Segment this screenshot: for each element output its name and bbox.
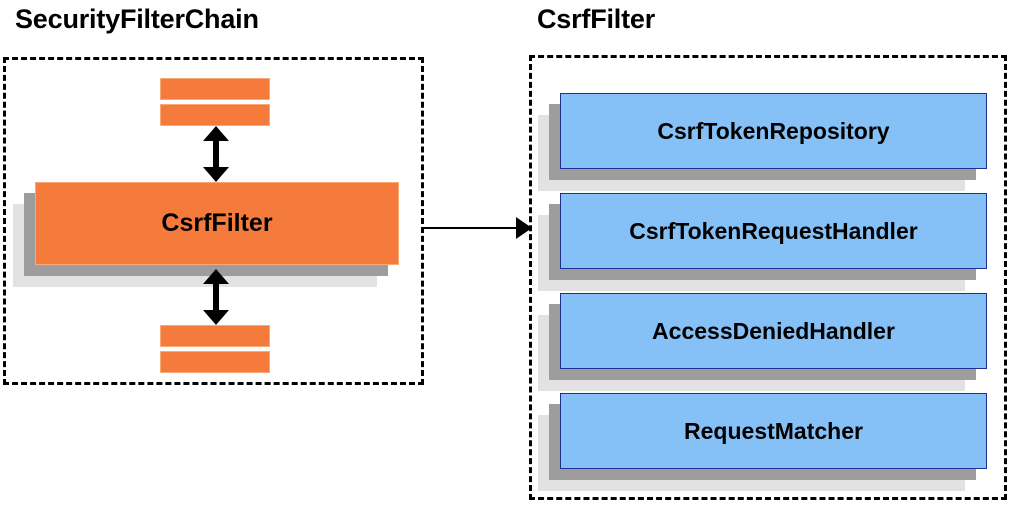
arrow-head-down-icon [203, 310, 229, 325]
collaborator-box-csrf-token-request-handler[interactable]: CsrfTokenRequestHandler [538, 193, 987, 291]
collaborator-box-request-matcher[interactable]: RequestMatcher [538, 393, 987, 491]
csrf-filter-label: CsrfFilter [35, 182, 399, 265]
elided-filter-bar-below-2 [160, 351, 270, 373]
collaborator-label: CsrfTokenRequestHandler [560, 193, 987, 269]
csrf-filter-box[interactable]: CsrfFilter [13, 182, 399, 287]
collaborator-label: AccessDeniedHandler [560, 293, 987, 369]
collaborator-box-access-denied-handler[interactable]: AccessDeniedHandler [538, 293, 987, 391]
chain-link-arrow-above [203, 126, 229, 182]
collaborator-box-csrf-token-repository[interactable]: CsrfTokenRepository [538, 93, 987, 191]
arrow-head-up-icon [203, 126, 229, 141]
arrow-shaft [213, 280, 219, 314]
elided-filter-bar-above-1 [160, 78, 270, 100]
connector-shaft [422, 227, 518, 229]
arrow-head-right-icon [516, 217, 532, 239]
arrow-head-down-icon [203, 167, 229, 182]
chain-link-arrow-below [203, 269, 229, 325]
elided-filter-bar-above-2 [160, 104, 270, 126]
page-title-security-filter-chain: SecurityFilterChain [15, 4, 259, 34]
csrf-filter-to-detail-connector [422, 217, 532, 239]
security-filter-chain-frame [3, 57, 424, 385]
collaborator-label: CsrfTokenRepository [560, 93, 987, 169]
arrow-shaft [213, 137, 219, 171]
page-title-csrf-filter: CsrfFilter [537, 4, 656, 34]
collaborator-label: RequestMatcher [560, 393, 987, 469]
arrow-head-up-icon [203, 269, 229, 284]
elided-filter-bar-below-1 [160, 325, 270, 347]
csrf-filter-detail-frame [529, 55, 1007, 500]
